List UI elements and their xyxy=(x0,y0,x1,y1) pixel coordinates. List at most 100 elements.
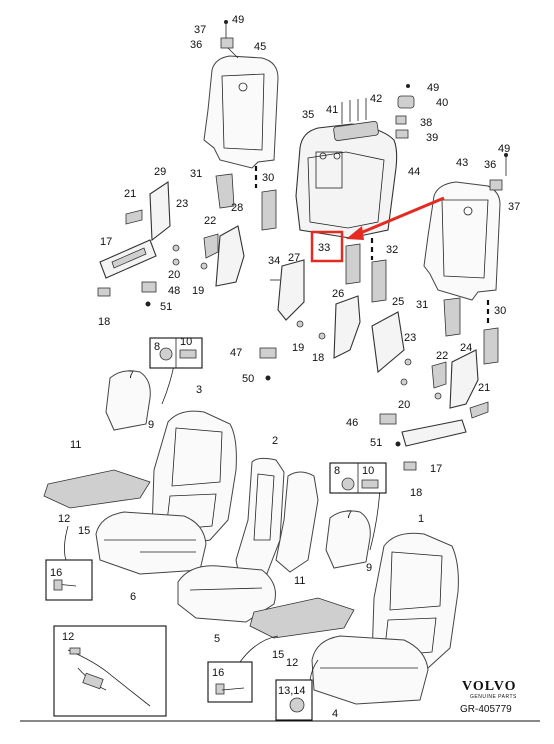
label-44: 44 xyxy=(408,166,420,178)
label-7-left: 7 xyxy=(128,369,134,381)
label-8-top: 8 xyxy=(154,341,160,353)
label-23-right: 23 xyxy=(404,332,416,344)
label-18-mid: 18 xyxy=(312,352,324,364)
clip-19-mid xyxy=(296,320,304,328)
bracket-33 xyxy=(345,243,361,285)
clip-48 xyxy=(141,281,157,293)
cushion-frame-11-right xyxy=(249,597,355,639)
harness-line-right xyxy=(369,487,381,551)
console-insert-17-left xyxy=(111,247,147,269)
label-2: 2 xyxy=(272,435,278,447)
inset-box-16-left xyxy=(45,559,93,601)
label-47: 47 xyxy=(230,347,242,359)
label-15-right: 15 xyxy=(272,649,284,661)
highlight-box-33 xyxy=(310,230,344,263)
side-trim-27 xyxy=(277,259,305,321)
clip-36-37-49-top xyxy=(220,20,239,59)
cushion-frame-11-left xyxy=(43,469,151,509)
label-26: 26 xyxy=(332,288,344,300)
label-51-left: 51 xyxy=(160,301,172,313)
label-51-right: 51 xyxy=(370,437,382,449)
hinge-bracket-31-right xyxy=(443,297,461,337)
hinge-bracket-30-left xyxy=(261,189,277,231)
connector-10-top xyxy=(179,349,197,359)
diagram-reference: GR-405779 xyxy=(460,704,512,715)
headrest-bar-41 xyxy=(333,98,379,142)
label-22-right: 22 xyxy=(436,350,448,362)
highlight-arrow xyxy=(357,196,445,236)
clip-20-left xyxy=(172,258,180,266)
label-21-right: 21 xyxy=(478,382,490,394)
highlight-arrowhead xyxy=(346,226,364,240)
side-cover-26 xyxy=(333,295,361,359)
seat-assembly-6 xyxy=(95,410,237,575)
inset-box-16-right xyxy=(207,661,253,703)
label-27: 27 xyxy=(288,252,300,264)
clip-19-right xyxy=(434,392,442,400)
clip-18-right xyxy=(403,461,417,471)
backrest-2 xyxy=(235,457,285,581)
hinge-bracket-32 xyxy=(371,259,387,303)
leader-16-left xyxy=(64,525,69,561)
label-3: 3 xyxy=(196,384,202,396)
label-32: 32 xyxy=(386,244,398,256)
clip-20-right xyxy=(400,378,408,386)
label-18-left: 18 xyxy=(98,316,110,328)
center-frame-44 xyxy=(295,123,398,239)
label-49-right: 49 xyxy=(498,143,510,155)
seat-assembly-4 xyxy=(311,532,459,705)
connector-8-bottom xyxy=(341,477,355,491)
label-24: 24 xyxy=(460,342,472,354)
side-cover-24 xyxy=(449,349,479,409)
label-31-right: 31 xyxy=(416,299,428,311)
label-45: 45 xyxy=(254,41,266,53)
label-40: 40 xyxy=(436,97,448,109)
label-4: 4 xyxy=(332,708,338,720)
label-7-right: 7 xyxy=(346,509,352,521)
console-17-right xyxy=(401,419,467,447)
switch-21-left xyxy=(125,209,143,225)
handle-22-right xyxy=(431,361,447,389)
switch-21-right xyxy=(469,401,489,419)
label-12-inset: 12 xyxy=(62,631,74,643)
label-10-bottom: 10 xyxy=(362,465,374,477)
label-25: 25 xyxy=(392,296,404,308)
label-37-top: 37 xyxy=(194,24,206,36)
label-12-right: 12 xyxy=(286,657,298,669)
label-38: 38 xyxy=(420,117,432,129)
connector-10-bottom xyxy=(361,479,379,489)
label-42: 42 xyxy=(370,93,382,105)
label-43: 43 xyxy=(456,157,468,169)
side-trim-25 xyxy=(371,311,405,374)
label-19-mid: 19 xyxy=(292,342,304,354)
label-17-right: 17 xyxy=(430,463,442,475)
label-30-left: 30 xyxy=(262,172,274,184)
clip-23-right xyxy=(404,358,412,366)
label-16-left: 16 xyxy=(50,567,62,579)
screw-50 xyxy=(265,375,271,381)
label-18-right: 18 xyxy=(410,487,422,499)
label-5: 5 xyxy=(214,633,220,645)
brand-subtitle: GENUINE PARTS xyxy=(470,694,517,700)
label-23-left: 23 xyxy=(176,198,188,210)
label-39: 39 xyxy=(426,132,438,144)
headrest-7-left xyxy=(105,370,151,431)
label-34: 34 xyxy=(268,255,280,267)
label-15-left: 15 xyxy=(78,525,90,537)
label-19-left: 19 xyxy=(192,285,204,297)
backrest-panel-43 xyxy=(423,181,501,301)
label-49-top: 49 xyxy=(232,14,244,26)
label-36-right: 36 xyxy=(484,159,496,171)
label-8-bottom: 8 xyxy=(334,465,340,477)
connector-8-top xyxy=(159,347,173,361)
clip-23-left xyxy=(172,244,180,252)
label-17-left: 17 xyxy=(100,236,112,248)
screw-51-left xyxy=(145,301,151,307)
label-50: 50 xyxy=(242,373,254,385)
label-36-top: 36 xyxy=(190,39,202,51)
label-11-left: 11 xyxy=(70,439,81,451)
label-9-left: 9 xyxy=(148,419,154,431)
label-28: 28 xyxy=(231,202,243,214)
brand-logo: VOLVO xyxy=(462,679,517,694)
